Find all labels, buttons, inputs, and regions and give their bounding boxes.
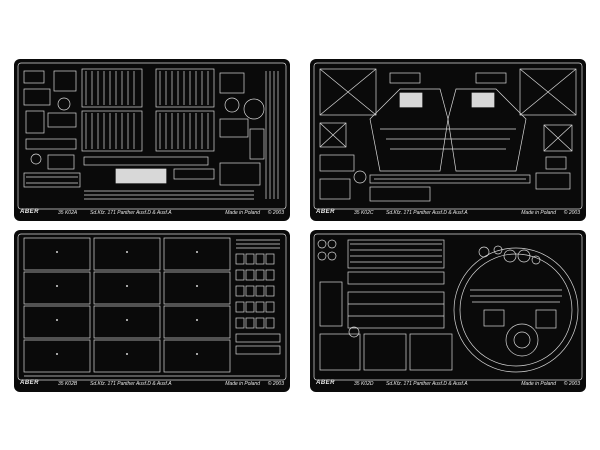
fret-d-code: 35 K02D (354, 381, 374, 387)
fret-a-parts (17, 62, 287, 210)
fret-a-small-parts (23, 70, 265, 188)
fret-c-covers (369, 88, 527, 172)
fret-c-title: Sd.Kfz. 171 Panther Ausf.D & Ausf.A (386, 210, 468, 216)
fret-c-frame (313, 62, 583, 210)
fret-b-title: Sd.Kfz. 171 Panther Ausf.D & Ausf.A (90, 381, 172, 387)
fret-c-small-parts (319, 72, 571, 202)
fret-a-title: Sd.Kfz. 171 Panther Ausf.D & Ausf.A (90, 210, 172, 216)
fret-d-year: © 2003 (563, 381, 580, 387)
fret-a-made: Made in Poland (225, 210, 260, 216)
fret-b-brackets (24, 239, 281, 377)
fret-d-brand: ABER (316, 380, 336, 386)
fret-c-code: 35 K02C (354, 210, 374, 216)
fret-c-boxes (319, 68, 577, 152)
fret-a-year: © 2003 (267, 210, 284, 216)
fret-sheet-d: ABER 35 K02D Sd.Kfz. 171 Panther Ausf.D … (310, 230, 586, 392)
fret-b-made: Made in Poland (225, 381, 260, 387)
fret-d-title: Sd.Kfz. 171 Panther Ausf.D & Ausf.A (386, 381, 468, 387)
fret-d-parts (313, 233, 583, 381)
fret-sheet-a: ABER 35 K02A Sd.Kfz. 171 Panther Ausf.D … (14, 59, 290, 221)
fret-b-skirt-plates (23, 237, 231, 373)
fret-sheet-b: ABER 35 K02B Sd.Kfz. 171 Panther Ausf.D … (14, 230, 290, 392)
fret-a-grille-panels (81, 68, 215, 152)
fret-d-left-parts (317, 239, 453, 371)
fret-a-caption: ABER 35 K02A Sd.Kfz. 171 Panther Ausf.D … (14, 208, 290, 218)
fret-d-caption: ABER 35 K02D Sd.Kfz. 171 Panther Ausf.D … (310, 379, 586, 389)
fret-c-brand: ABER (316, 209, 336, 215)
fret-b-year: © 2003 (267, 381, 284, 387)
fret-b-frame (17, 233, 287, 381)
fret-sheet-c: ABER 35 K02C Sd.Kfz. 171 Panther Ausf.D … (310, 59, 586, 221)
fret-d-turret-floor (453, 245, 579, 373)
fret-a-brand: ABER (20, 209, 40, 215)
fret-b-code: 35 K02B (58, 381, 78, 387)
fret-c-year: © 2003 (563, 210, 580, 216)
fret-d-made: Made in Poland (521, 381, 556, 387)
fret-b-brand: ABER (20, 380, 40, 386)
fret-a-code: 35 K02A (58, 210, 78, 216)
fret-a-strips (83, 71, 279, 200)
fret-a-frame (17, 62, 287, 210)
fret-b-parts (17, 233, 287, 381)
fret-c-parts (313, 62, 583, 210)
fret-c-made: Made in Poland (521, 210, 556, 216)
fret-c-caption: ABER 35 K02C Sd.Kfz. 171 Panther Ausf.D … (310, 208, 586, 218)
fret-d-frame (313, 233, 583, 381)
fret-b-caption: ABER 35 K02B Sd.Kfz. 171 Panther Ausf.D … (14, 379, 290, 389)
